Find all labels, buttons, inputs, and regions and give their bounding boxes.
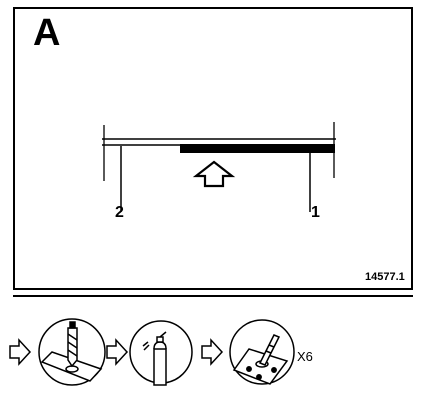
cross-section-view <box>102 122 336 212</box>
figure-reference-number: 14577.1 <box>365 271 405 283</box>
procedure-strip <box>9 318 295 386</box>
step-arrow-icon <box>106 338 129 366</box>
callout-1: 1 <box>311 204 320 221</box>
repeat-count-label: X6 <box>297 349 313 364</box>
sealant-spray-icon <box>129 320 193 386</box>
rivet-icon <box>229 319 295 385</box>
callout-2: 2 <box>115 204 124 221</box>
step-arrow-icon <box>201 338 224 366</box>
figure-frame <box>13 7 413 290</box>
up-arrow-icon <box>192 160 236 188</box>
panel-letter: A <box>33 12 61 54</box>
step-arrow-icon <box>9 338 32 366</box>
reinforcement-strip <box>180 144 335 153</box>
drill-icon <box>38 318 106 386</box>
